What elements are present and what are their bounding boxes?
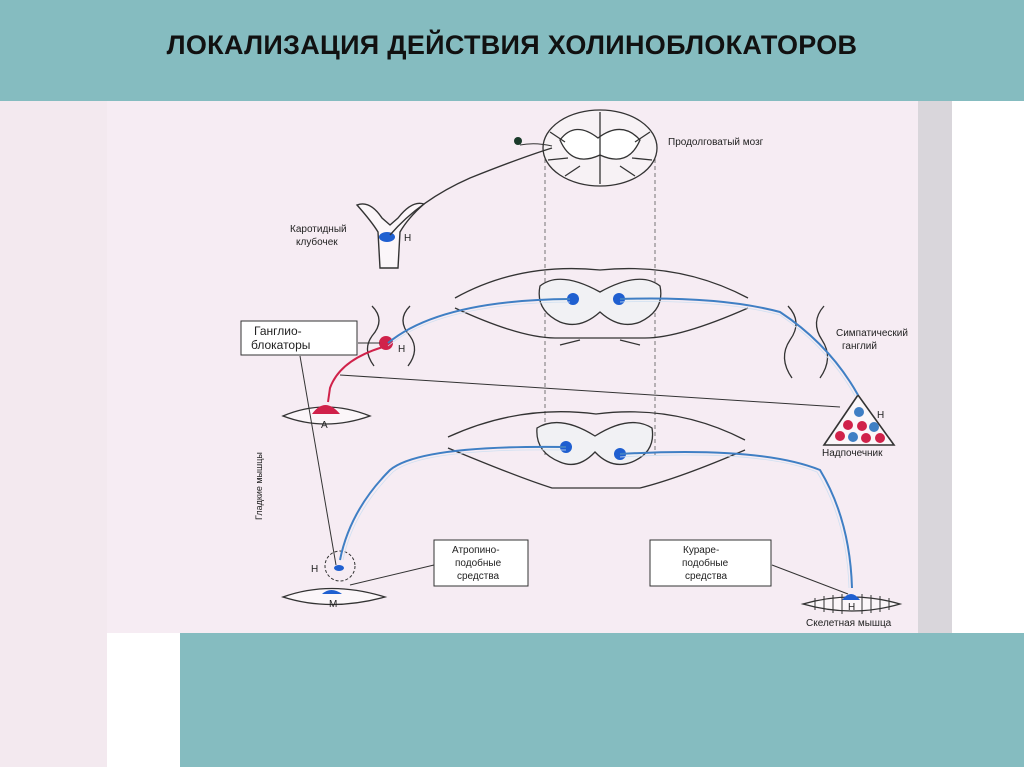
- curare-box: [649, 539, 772, 587]
- label-adrenal: Надпочечник: [822, 448, 883, 459]
- atropine-box: [433, 539, 529, 587]
- medulla-drawing: [542, 109, 658, 187]
- left-margin-band: [0, 101, 107, 767]
- footer-band: [180, 633, 1024, 767]
- label-curare-3: средства: [685, 571, 728, 582]
- diagram-right-edge: [918, 101, 952, 633]
- label-effector-a: А: [321, 420, 328, 431]
- slide-title: ЛОКАЛИЗАЦИЯ ДЕЙСТВИЯ ХОЛИНОБЛОКАТОРОВ: [166, 30, 858, 60]
- label-carotid-1: Каротидный: [290, 224, 347, 235]
- nerve-pathways: [339, 297, 859, 589]
- label-medulla: Продолговатый мозг: [668, 137, 764, 148]
- smooth-muscle-m: [280, 587, 388, 606]
- label-smooth-m: М: [329, 599, 337, 610]
- effector-a-synapse: [312, 405, 340, 414]
- label-ganglioblockers-2: блокаторы: [251, 338, 310, 352]
- page-right-white: [952, 101, 1000, 633]
- label-atropine-2: подобные: [455, 557, 502, 569]
- label-atropine-3: средства: [457, 571, 500, 582]
- label-carotid-n: Н: [404, 233, 411, 244]
- ganglioblockers-box: [240, 320, 358, 356]
- effector-a: [281, 406, 372, 425]
- header-band: [0, 0, 1024, 101]
- postganglionic-fiber: [327, 346, 384, 403]
- label-sympathetic-1: Симпатический: [836, 328, 908, 339]
- adrenal-cells: [835, 407, 885, 443]
- label-ganglioblockers-1: Ганглио-: [254, 324, 302, 338]
- smooth-muscle-dashed-circle: [324, 550, 356, 582]
- skeletal-striations: [814, 594, 890, 614]
- label-carotid-2: клубочек: [296, 236, 338, 248]
- carotid-afferent: [389, 147, 553, 236]
- upper-spinal-cord: [454, 267, 749, 346]
- label-atropine-1: Атропино-: [452, 545, 500, 556]
- label-smooth-muscle: Гладкие мышцы: [254, 452, 264, 520]
- ganglioblocker-pointers: [299, 342, 841, 566]
- label-adrenal-n: Н: [877, 410, 884, 421]
- skeletal-muscle: [800, 596, 903, 612]
- afferent-tail: [519, 143, 553, 147]
- skeletal-synapse: [842, 594, 860, 600]
- parasympathetic-ganglion: [366, 305, 416, 367]
- label-curare-1: Кураре-: [683, 545, 719, 556]
- smooth-muscle-synapse: [322, 590, 342, 594]
- label-skeletal-n: Н: [848, 602, 855, 613]
- label-curare-2: подобные: [682, 557, 729, 569]
- sympathetic-ganglion: [783, 305, 829, 379]
- smooth-muscle-receptor: [334, 565, 344, 571]
- nerve-pathways-inner: [342, 301, 856, 589]
- drug-pointers: [349, 564, 849, 595]
- label-sympathetic-2: ганглий: [842, 341, 877, 352]
- label-ganglion-n: Н: [398, 344, 405, 355]
- carotid-receptor: [379, 232, 395, 242]
- label-smooth-n: Н: [311, 564, 318, 575]
- afferent-neuron-body: [514, 137, 522, 145]
- label-skeletal: Скелетная мышца: [806, 618, 892, 629]
- diagram-paper: [107, 101, 1000, 633]
